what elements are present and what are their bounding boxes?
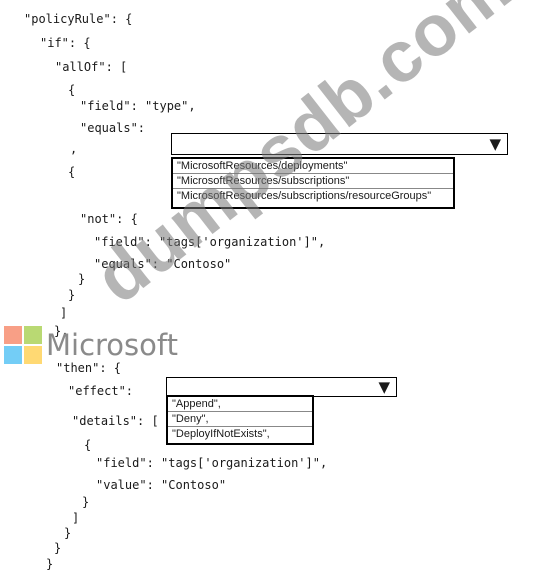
code-line: "details": [: [72, 414, 159, 428]
code-line: {: [68, 165, 76, 179]
code-line: }: [68, 288, 76, 302]
code-line: }: [78, 272, 86, 286]
effect-option[interactable]: "Deny",: [168, 412, 312, 427]
code-line: ]: [72, 511, 80, 525]
code-line: "field": "type",: [80, 99, 196, 113]
code-line: }: [64, 526, 72, 540]
code-line: "effect":: [68, 384, 134, 398]
code-line: {: [68, 83, 76, 97]
code-line: "equals":: [80, 121, 146, 135]
effect-option[interactable]: "DeployIfNotExists",: [172, 428, 270, 440]
type-option[interactable]: "MicrosoftResources/deployments": [173, 159, 453, 174]
code-line: "not": {: [80, 212, 138, 226]
code-line: }: [54, 541, 62, 555]
code-line: "allOf": [: [55, 60, 128, 74]
code-line: "if": {: [40, 36, 91, 50]
code-line: "value": "Contoso": [96, 478, 227, 492]
microsoft-logo-icon: [4, 326, 42, 364]
code-line: },: [54, 324, 69, 338]
effect-option[interactable]: "Append",: [168, 397, 312, 412]
code-line: }: [46, 557, 54, 571]
code-line: "field": "tags['organization']",: [94, 235, 326, 249]
chevron-down-icon[interactable]: ▼: [489, 135, 501, 153]
type-option[interactable]: "MicrosoftResources/subscriptions": [173, 174, 453, 189]
code-line: "field": "tags['organization']",: [96, 456, 328, 470]
code-line: {: [84, 438, 92, 452]
effect-dropdown[interactable]: ▼: [166, 377, 397, 397]
chevron-down-icon[interactable]: ▼: [378, 378, 390, 396]
microsoft-logo-text: Microsoft: [46, 328, 178, 362]
type-dropdown[interactable]: ▼: [171, 133, 508, 155]
code-line: }: [82, 495, 90, 509]
type-options-list[interactable]: "MicrosoftResources/deployments" "Micros…: [171, 157, 455, 209]
code-line: "equals": "Contoso": [94, 257, 232, 271]
code-line: ]: [60, 306, 68, 320]
type-option[interactable]: "MicrosoftResources/subscriptions/resour…: [177, 190, 432, 202]
code-line: "then": {: [56, 361, 122, 375]
effect-options-list[interactable]: "Append", "Deny", "DeployIfNotExists",: [166, 395, 314, 445]
code-line: ,: [70, 142, 78, 156]
code-line: "policyRule": {: [24, 12, 133, 26]
